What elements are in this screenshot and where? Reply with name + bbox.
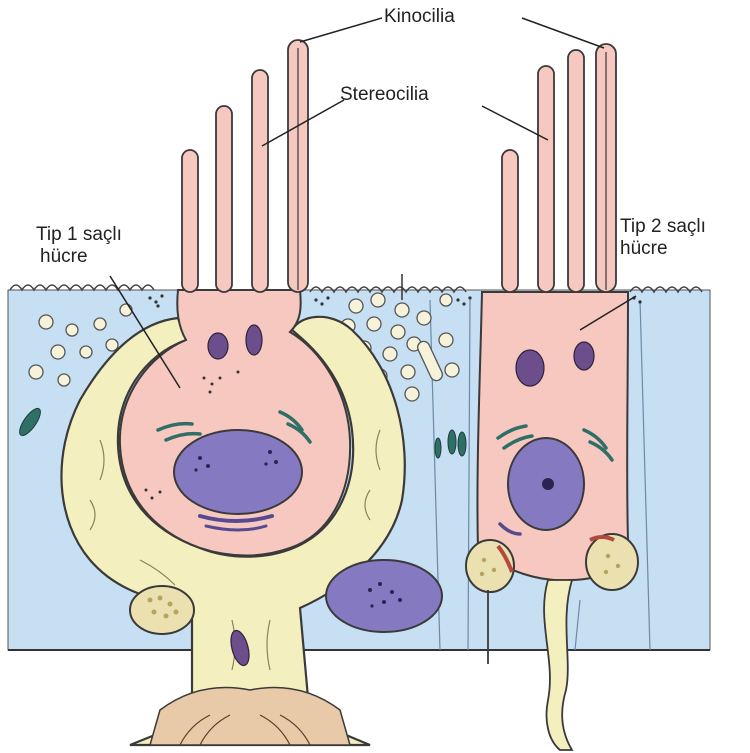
label-type2-line1: Tip 2 saçlı (620, 216, 706, 238)
kinocilia-leader-left (300, 18, 382, 42)
nerve-fiber-bundle (150, 688, 350, 746)
label-type1-line1: Tip 1 saçlı (36, 224, 122, 246)
label-type2-hair-cell: Tip 2 saçlı hücre (620, 216, 706, 260)
supporting-cell-nucleus (326, 560, 442, 632)
label-stereocilia: Stereocilia (340, 84, 429, 106)
efferent-bouton-left (130, 586, 194, 634)
label-type1-line2: hücre (36, 246, 122, 268)
type1-stereocilia (182, 70, 268, 292)
type2-stereocilia (502, 50, 584, 292)
kinocilia-leader-right (522, 18, 604, 48)
type2-nucleolus (542, 478, 554, 490)
label-type2-line2: hücre (620, 238, 706, 260)
label-type1-hair-cell: Tip 1 saçlı hücre (36, 224, 122, 268)
label-kinocilia: Kinocilia (384, 6, 455, 28)
type1-nucleus (174, 430, 302, 514)
type2-afferent-fiber (544, 580, 572, 750)
type2-bouton-right (586, 534, 638, 590)
type2-bouton-left (466, 540, 514, 592)
